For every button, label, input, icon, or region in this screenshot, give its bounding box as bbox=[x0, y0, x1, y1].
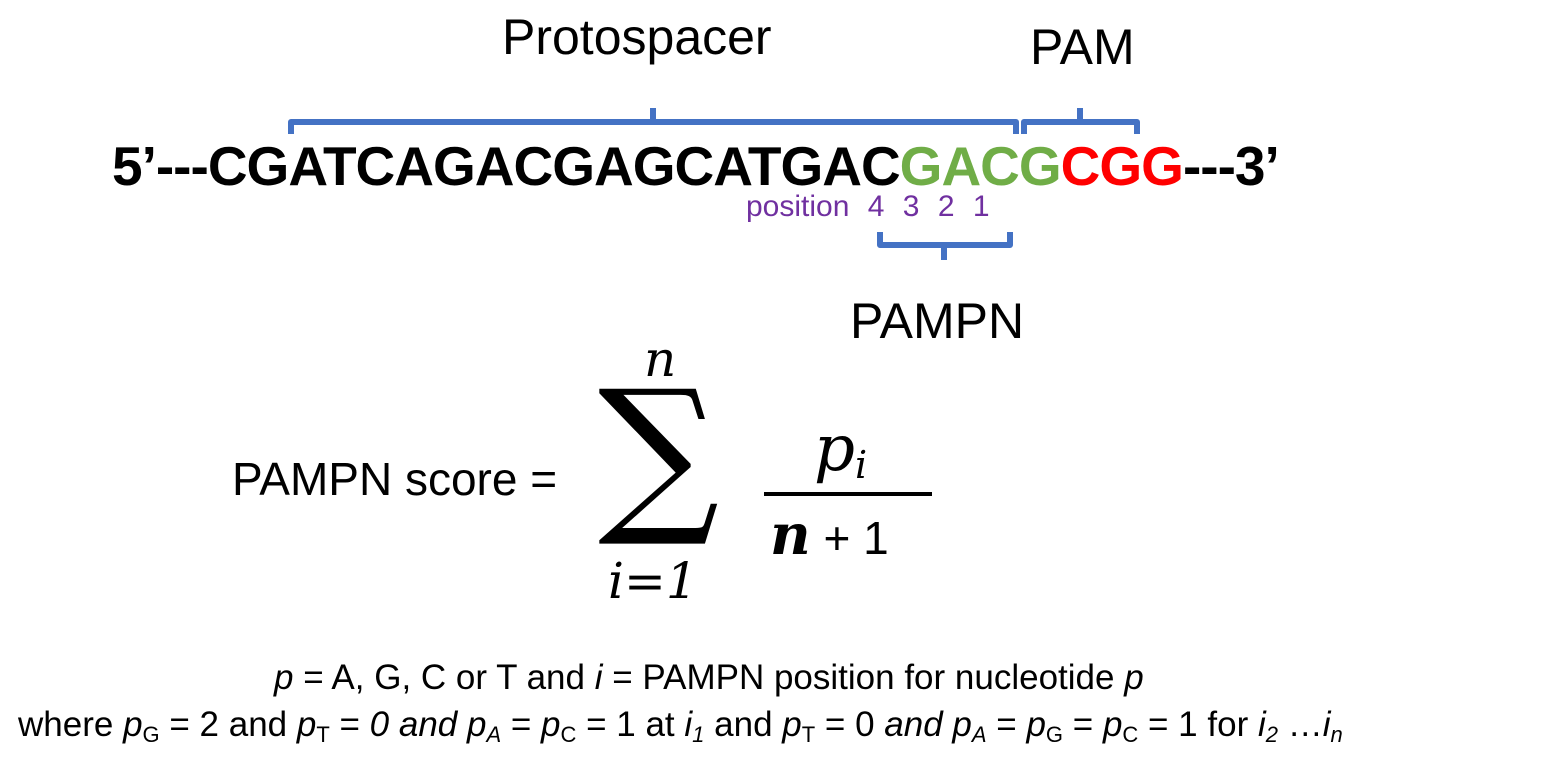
text: = 0 bbox=[815, 705, 885, 744]
var-p: p bbox=[782, 705, 802, 744]
italic-text: and bbox=[884, 705, 953, 744]
text: = 1 for bbox=[1138, 705, 1258, 744]
text: = A, G, C or T and bbox=[293, 658, 595, 697]
definition-line-2: where pG = 2 and pT = 0 and pA = pC = 1 … bbox=[18, 705, 1343, 748]
var-p: p bbox=[1102, 705, 1123, 744]
subscript: C bbox=[1122, 722, 1139, 747]
text: = PAMPN position for nucleotide bbox=[602, 658, 1125, 697]
sigma-symbol: ∑ bbox=[598, 354, 720, 552]
pampn-bases: GACG bbox=[899, 135, 1062, 197]
sequence-prefix: 5’--- bbox=[112, 135, 209, 197]
subscript: 2 bbox=[1265, 722, 1278, 747]
var-p: p bbox=[541, 705, 561, 744]
subscript: T bbox=[316, 722, 330, 747]
subscript: G bbox=[142, 722, 160, 747]
var-i: i bbox=[1322, 705, 1331, 744]
position-number: 4 bbox=[867, 190, 885, 223]
text: = bbox=[501, 705, 542, 744]
pampn-bracket bbox=[877, 232, 1013, 260]
denominator-rest: + 1 bbox=[810, 512, 889, 564]
subscript: G bbox=[1045, 722, 1064, 747]
text: = bbox=[329, 705, 370, 744]
sum-index: i=1 bbox=[608, 552, 698, 610]
pam-bases: CGG bbox=[1060, 135, 1184, 197]
var-i: i bbox=[594, 658, 603, 697]
fraction-bar bbox=[764, 492, 932, 496]
numerator-var: p bbox=[814, 412, 855, 486]
text: = 2 and bbox=[159, 705, 297, 744]
denominator-var: n bbox=[770, 502, 811, 568]
protospacer-bases: CGATCAGACGAGCATGAC bbox=[207, 135, 901, 197]
formula-label: PAMPN score = bbox=[232, 453, 558, 505]
definition-line-1: p = A, G, C or T and i = PAMPN position … bbox=[274, 658, 1144, 698]
sum-lower-limit: i=1 bbox=[608, 552, 698, 610]
position-number: 2 bbox=[937, 190, 955, 223]
var-p: p bbox=[1026, 705, 1046, 744]
subscript: C bbox=[560, 722, 577, 747]
var-i: i bbox=[1257, 705, 1266, 744]
position-number: 3 bbox=[902, 190, 920, 223]
text: = bbox=[986, 705, 1027, 744]
text: = bbox=[1063, 705, 1103, 744]
sequence-suffix: ---3’ bbox=[1182, 135, 1280, 197]
subscript: A bbox=[971, 722, 987, 747]
var-p: p bbox=[1124, 658, 1144, 697]
fraction-numerator: pi bbox=[814, 412, 867, 487]
var-p: p bbox=[274, 658, 294, 697]
fraction-denominator: n + 1 bbox=[770, 502, 889, 568]
text: = 1 at bbox=[576, 705, 685, 744]
position-labels: position 4 3 2 1 bbox=[746, 190, 990, 224]
pampn-label: PAMPN bbox=[850, 293, 1025, 349]
position-word: position bbox=[746, 190, 850, 223]
text: and bbox=[704, 705, 783, 744]
protospacer-bracket bbox=[288, 108, 1019, 134]
text: where bbox=[18, 705, 124, 744]
position-number: 1 bbox=[972, 190, 990, 223]
dna-sequence: 5’---CGATCAGACGAGCATGACGACGCGG---3’ bbox=[112, 134, 1280, 198]
subscript: 1 bbox=[692, 722, 705, 747]
pam-bracket bbox=[1021, 108, 1140, 134]
subscript: n bbox=[1330, 722, 1343, 747]
var-p: p bbox=[123, 705, 143, 744]
pam-label: PAM bbox=[1030, 19, 1135, 75]
numerator-subscript: i bbox=[854, 443, 868, 487]
protospacer-label: Protospacer bbox=[502, 9, 772, 65]
italic-text: 0 and bbox=[369, 705, 467, 744]
var-p: p bbox=[952, 705, 972, 744]
text: … bbox=[1277, 705, 1323, 744]
subscript: T bbox=[801, 722, 816, 747]
var-i: i bbox=[684, 705, 693, 744]
var-p: p bbox=[466, 705, 487, 744]
sum-upper-limit: n bbox=[644, 330, 677, 388]
subscript: A bbox=[486, 722, 502, 747]
var-p: p bbox=[296, 705, 317, 744]
